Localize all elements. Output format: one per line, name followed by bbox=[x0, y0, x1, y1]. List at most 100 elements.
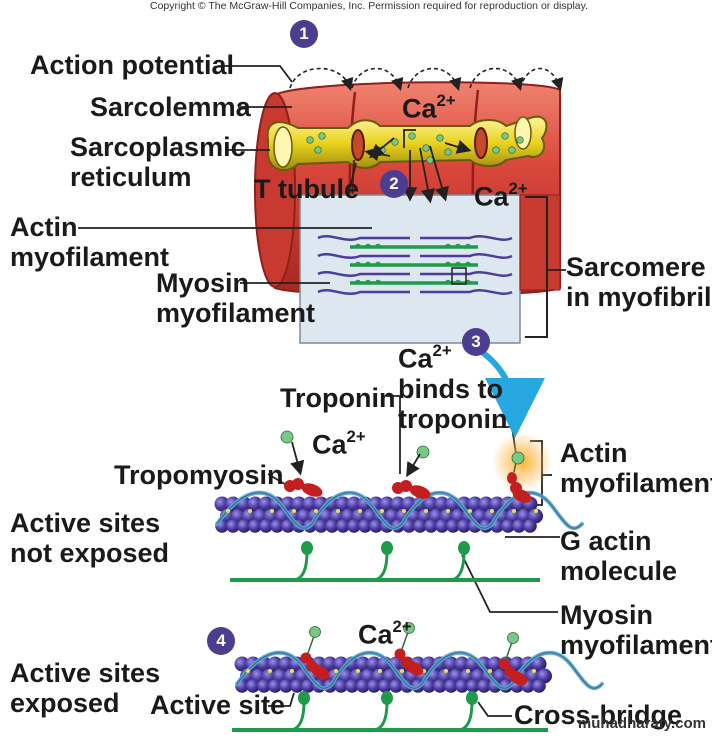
calcium-ion bbox=[280, 430, 294, 444]
g-actin-bead bbox=[248, 519, 262, 533]
calcium-binding-arrows bbox=[290, 441, 421, 478]
actin-strand bbox=[317, 271, 410, 277]
action-potential-arcs bbox=[289, 67, 564, 92]
g-actin-bead bbox=[269, 496, 285, 512]
calcium-ion bbox=[309, 626, 321, 638]
active-site-dot bbox=[248, 509, 252, 513]
g-actin-bead bbox=[512, 519, 526, 533]
active-site-dot bbox=[378, 669, 382, 673]
label-ca-myofibril: Ca2+ bbox=[474, 179, 528, 212]
g-actin-bead bbox=[456, 496, 472, 512]
calcium-ion bbox=[408, 132, 416, 140]
actin-filament-resting bbox=[214, 430, 584, 533]
g-actin-bead bbox=[302, 496, 318, 512]
g-actin-bead bbox=[477, 679, 491, 693]
active-site-dot bbox=[446, 509, 450, 513]
calcium-ion bbox=[516, 136, 524, 144]
active-site-dot bbox=[358, 509, 362, 513]
actin-strand bbox=[317, 289, 410, 295]
myosin-head bbox=[374, 261, 382, 266]
myosin-neck bbox=[291, 701, 306, 732]
troponin-subunit bbox=[310, 664, 330, 680]
active-site-dot bbox=[402, 509, 406, 513]
myosin-head bbox=[364, 261, 372, 266]
label-sarcomere: Sarcomere in myofibril bbox=[566, 252, 712, 313]
tropomyosin-edge bbox=[236, 652, 603, 689]
g-actin-bead bbox=[347, 519, 361, 533]
troponin-subunit bbox=[300, 652, 312, 664]
g-actin-bead bbox=[268, 679, 282, 693]
active-site-dot bbox=[336, 509, 340, 513]
active-site-dot bbox=[466, 669, 470, 673]
ca-charge: 2+ bbox=[432, 341, 452, 360]
myosin-head bbox=[364, 243, 372, 248]
g-actin-bead bbox=[270, 519, 284, 533]
watermark: muhadharaty.com bbox=[577, 715, 706, 732]
myosin-filament-active bbox=[232, 691, 548, 732]
g-actin-bead bbox=[501, 519, 515, 533]
active-site-dot bbox=[400, 669, 404, 673]
g-actin-bead bbox=[214, 496, 230, 512]
myosin-neck bbox=[451, 551, 466, 582]
actin-filament-active bbox=[234, 622, 604, 693]
g-actin-bead bbox=[454, 656, 470, 672]
active-site-dot bbox=[270, 509, 274, 513]
myosin-head bbox=[454, 243, 462, 248]
label-myosin-myofilament-mid: Myosin myofilament bbox=[560, 600, 712, 661]
myosin-head bbox=[381, 691, 393, 705]
myosin-head bbox=[458, 541, 470, 555]
step-4-badge: 4 bbox=[207, 627, 235, 655]
g-actin-bead bbox=[531, 656, 547, 672]
troponin-subunit bbox=[394, 648, 406, 660]
action-potential-arc bbox=[469, 67, 524, 92]
g-actin-bead bbox=[434, 496, 450, 512]
g-actin-bead bbox=[468, 519, 482, 533]
step-3-badge: 3 bbox=[462, 328, 490, 356]
calcium-ion bbox=[422, 144, 430, 152]
g-actin-bead bbox=[278, 656, 294, 672]
sarcomere-filaments bbox=[317, 235, 513, 295]
g-actin-bead bbox=[413, 519, 427, 533]
actin-strand bbox=[420, 235, 513, 241]
label-troponin: Troponin bbox=[280, 383, 396, 413]
ca-text: Ca bbox=[474, 181, 509, 212]
g-actin-bead bbox=[237, 519, 251, 533]
g-actin-bead bbox=[435, 519, 449, 533]
myosin-head bbox=[374, 279, 382, 284]
label-actin-myofilament-mid: Actin myofilament bbox=[560, 438, 712, 499]
label-cross-bridge: Cross-bridge bbox=[514, 700, 683, 730]
ca-charge: 2+ bbox=[436, 91, 456, 110]
actin-strand bbox=[420, 253, 513, 259]
label-g-actin: G actin molecule bbox=[560, 526, 678, 587]
calcium-tether bbox=[505, 641, 513, 660]
g-actin-bead bbox=[234, 656, 250, 672]
g-actin-bead bbox=[259, 519, 273, 533]
g-actin-bead bbox=[369, 519, 383, 533]
calcium-ion bbox=[426, 156, 434, 164]
g-actin-bead bbox=[390, 496, 406, 512]
g-actin-bead bbox=[532, 679, 546, 693]
active-site-dot bbox=[424, 509, 428, 513]
g-actin-bead bbox=[281, 519, 295, 533]
g-actin-bead bbox=[523, 519, 537, 533]
calcium-ion bbox=[511, 451, 525, 465]
myosin-head bbox=[464, 243, 472, 248]
active-site-dot bbox=[226, 509, 230, 513]
active-site-dot bbox=[490, 509, 494, 513]
g-actin-bead bbox=[367, 679, 381, 693]
g-actin-bead bbox=[334, 679, 348, 693]
g-actin-bead bbox=[258, 496, 274, 512]
zoom-region-box bbox=[451, 267, 467, 285]
calcium-ion bbox=[391, 138, 399, 146]
actin-strand bbox=[420, 271, 513, 277]
myosin-head bbox=[454, 261, 462, 266]
g-actin-bead bbox=[424, 519, 438, 533]
g-actin-bead bbox=[267, 656, 283, 672]
label-myosin-myofilament-top: Myosin myofilament bbox=[156, 268, 316, 329]
myosin-head bbox=[354, 279, 362, 284]
ca-text: Ca bbox=[358, 619, 393, 650]
copyright-notice: Copyright © The McGraw-Hill Companies, I… bbox=[150, 0, 589, 12]
g-actin-bead bbox=[325, 519, 339, 533]
myosin-neck bbox=[374, 701, 389, 732]
g-actin-bead bbox=[314, 519, 328, 533]
